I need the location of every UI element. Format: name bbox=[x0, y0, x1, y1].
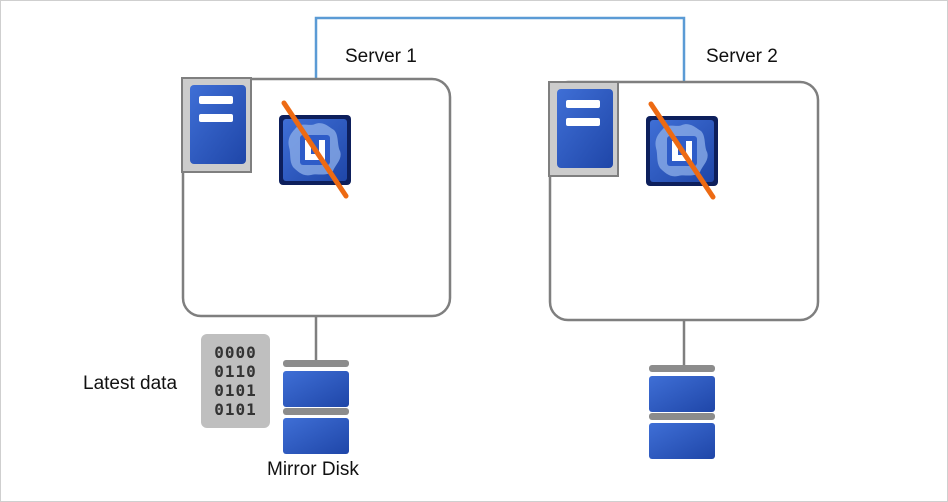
disk-icon bbox=[283, 360, 349, 454]
interconnect-line bbox=[314, 16, 686, 82]
data-bits-icon: 0000 0110 0101 0101 bbox=[201, 334, 270, 428]
server2-label: Server 2 bbox=[706, 46, 778, 67]
latest-data-label: Latest data bbox=[83, 373, 178, 394]
server-icon bbox=[548, 81, 619, 177]
disk-icon bbox=[649, 365, 715, 459]
stopped-slash-icon bbox=[648, 101, 716, 200]
data-bits-row: 0110 bbox=[214, 362, 257, 381]
data-bits-row: 0101 bbox=[214, 400, 257, 419]
data-bits-row: 0101 bbox=[214, 381, 257, 400]
mirror-disk-label: Mirror Disk bbox=[267, 459, 359, 480]
server-icon bbox=[181, 77, 252, 173]
data-bits-row: 0000 bbox=[214, 343, 257, 362]
server1-label: Server 1 bbox=[345, 46, 417, 67]
stopped-slash-icon bbox=[281, 100, 349, 199]
